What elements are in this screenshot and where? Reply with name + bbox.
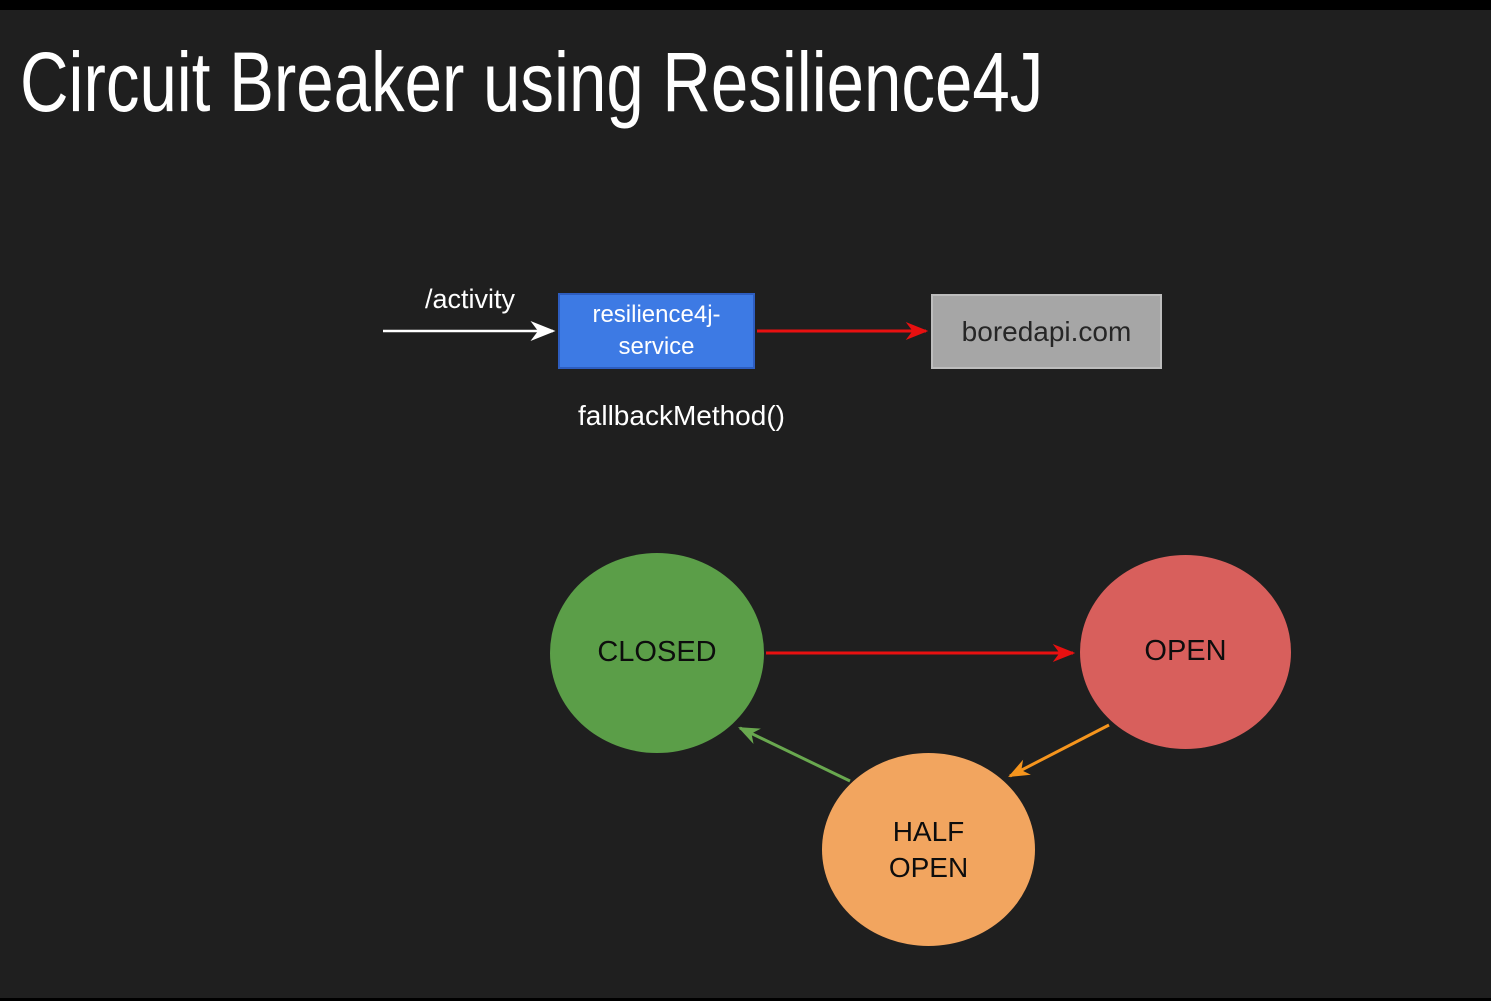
closed-state-label: CLOSED [597, 636, 717, 669]
fallback-method-label: fallbackMethod() [578, 400, 785, 431]
open-to-halfopen-arrow [1008, 723, 1110, 778]
activity-endpoint-label: /activity [424, 284, 516, 314]
boredapi-box: boredapi.com [931, 294, 1162, 369]
bottom-letterbox-bar [0, 998, 1491, 1001]
half-open-state: HALF OPEN [822, 753, 1035, 946]
resilience4j-service-box: resilience4j- service [558, 293, 755, 369]
half-open-label-line2: OPEN [888, 851, 969, 883]
open-state-label: OPEN [1144, 635, 1227, 668]
halfopen-to-closed-arrow [738, 726, 851, 783]
boredapi-label: boredapi.com [961, 315, 1132, 347]
slide-title: Circuit Breaker using Resilience4J [20, 35, 1044, 129]
top-letterbox-bar [0, 0, 1491, 10]
service-box-label-line2: service [618, 333, 695, 360]
service-box-label-line1: resilience4j- [592, 301, 721, 329]
closed-state: CLOSED [550, 553, 764, 753]
open-state: OPEN [1080, 555, 1291, 749]
half-open-label-line1: HALF [892, 815, 965, 847]
